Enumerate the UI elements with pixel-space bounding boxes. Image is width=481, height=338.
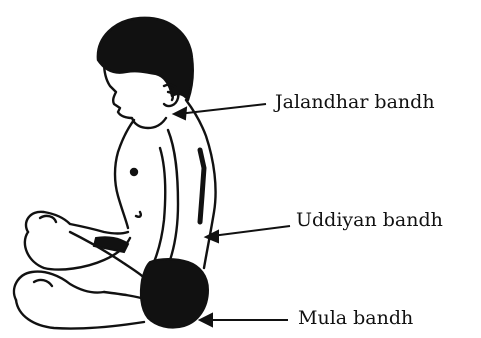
shorts xyxy=(141,259,208,328)
thumb-upper xyxy=(40,216,56,222)
label-uddiyan-bandh: Uddiyan bandh xyxy=(296,211,443,230)
shorts-upper xyxy=(94,237,128,252)
arrow-uddiyan-line xyxy=(212,226,290,236)
fingers-lower xyxy=(34,280,52,286)
label-mula-bandh: Mula bandh xyxy=(298,309,413,328)
back-shading xyxy=(200,150,204,222)
arrow-jalandhar-head xyxy=(174,108,186,119)
navel xyxy=(136,212,141,217)
arm-inner xyxy=(154,148,165,262)
arrow-mula-head xyxy=(200,314,212,326)
hand-lower xyxy=(14,272,104,300)
nipple xyxy=(131,169,137,175)
label-jalandhar-bandh: Jalandhar bandh xyxy=(275,93,435,112)
shin-lower xyxy=(16,300,144,329)
ear-inner xyxy=(168,92,173,100)
arm-outer xyxy=(168,130,178,266)
hand-upper xyxy=(26,212,128,234)
